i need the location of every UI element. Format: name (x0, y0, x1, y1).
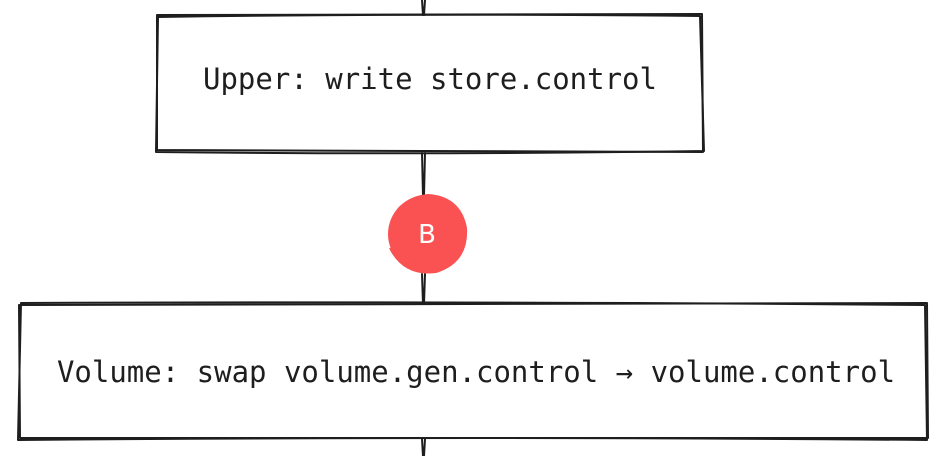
connector-upper-to-marker (421, 152, 426, 197)
marker-b-label: B (418, 220, 436, 250)
connector-bottom (421, 438, 426, 456)
upper-box-label: Upper: write store.control (203, 62, 657, 96)
connector-top (421, 0, 426, 16)
connector-marker-to-volume (421, 273, 426, 305)
volume-box-label: Volume: swap volume.gen.control → volume… (57, 355, 895, 389)
marker-b: B (388, 193, 468, 274)
upper-box: Upper: write store.control (155, 13, 705, 155)
volume-box: Volume: swap volume.gen.control → volume… (17, 301, 929, 441)
